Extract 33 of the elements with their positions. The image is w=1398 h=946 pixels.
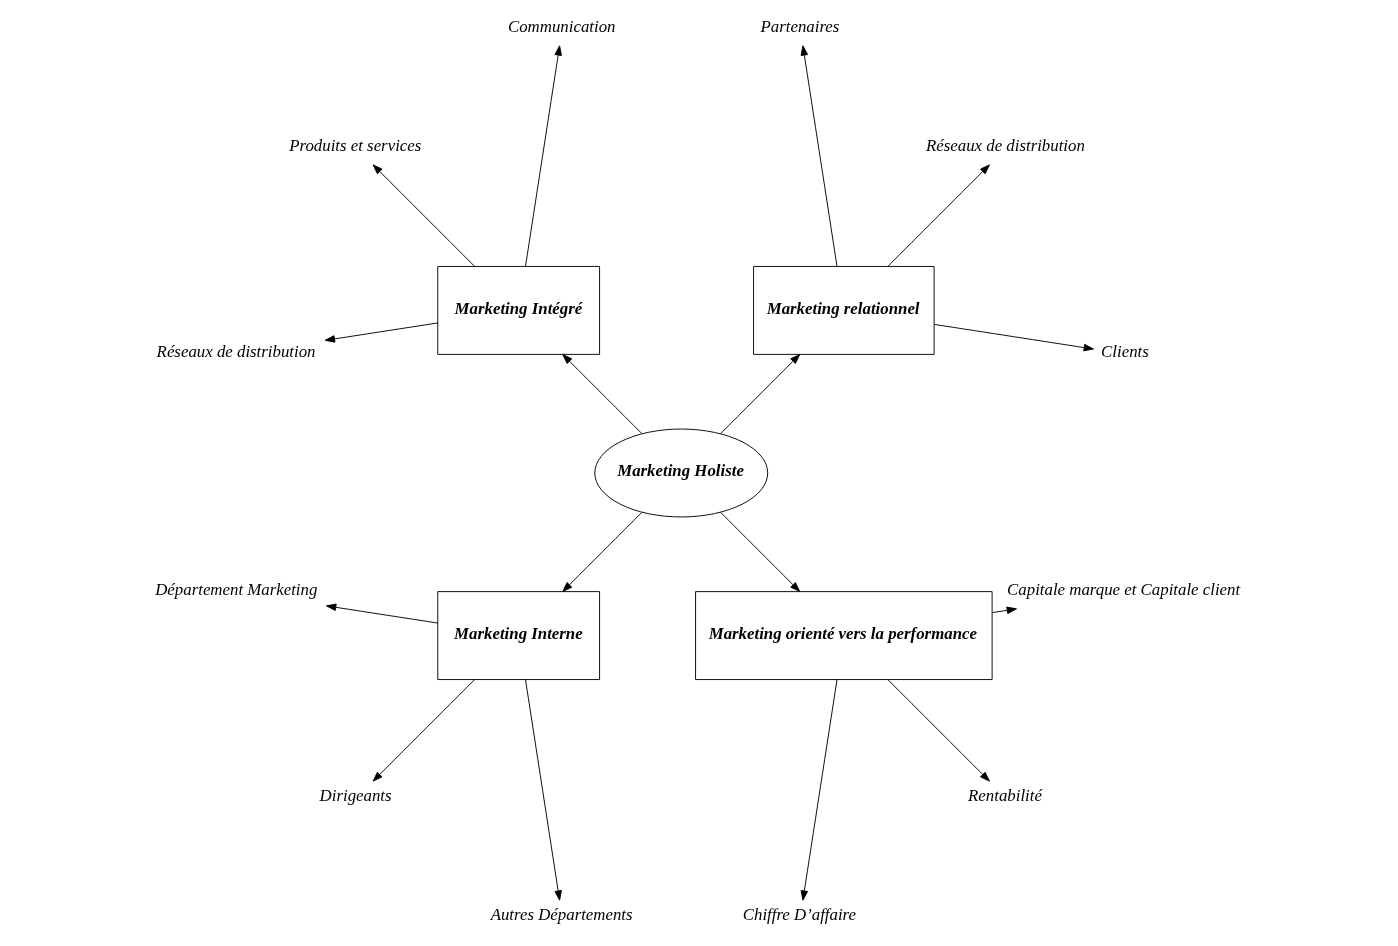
node-text: Autres Départements	[490, 905, 633, 925]
node-text: Département Marketing	[154, 580, 317, 600]
arrow	[324, 322, 438, 343]
arrow	[719, 354, 800, 435]
node-text: Réseaux de distribution	[156, 342, 316, 362]
node-ellipse: Marketing Holiste	[593, 428, 768, 518]
node-text: Capitale marque et Capitale client	[1006, 580, 1240, 600]
arrow	[372, 679, 475, 782]
node-text: Partenaires	[760, 17, 839, 36]
node-text: Dirigeants	[319, 786, 392, 806]
arrow	[561, 354, 642, 435]
node-text: Chiffre D’affaire	[742, 905, 856, 925]
node-text: Clients	[1100, 342, 1149, 362]
node-text: Communication	[507, 17, 615, 36]
arrow	[800, 679, 837, 901]
node-box: Marketing Interne	[436, 591, 600, 680]
arrow	[886, 679, 990, 782]
node-box: Marketing relationnel	[752, 265, 935, 355]
arrow	[524, 45, 562, 267]
arrow	[561, 511, 642, 592]
arrow	[325, 603, 438, 624]
arrow	[719, 511, 800, 592]
node-box: Marketing orienté vers la performance	[694, 591, 993, 680]
arrow	[886, 164, 990, 267]
arrow	[933, 323, 1094, 352]
arrow	[991, 606, 1017, 614]
node-box: Marketing Intégré	[436, 265, 600, 355]
arrow	[372, 164, 475, 267]
arrow	[524, 679, 562, 901]
node-text: Produits et services	[288, 136, 421, 156]
node-text: Réseaux de distribution	[925, 136, 1085, 156]
node-text: Rentabilité	[967, 786, 1042, 806]
arrow	[800, 45, 837, 267]
